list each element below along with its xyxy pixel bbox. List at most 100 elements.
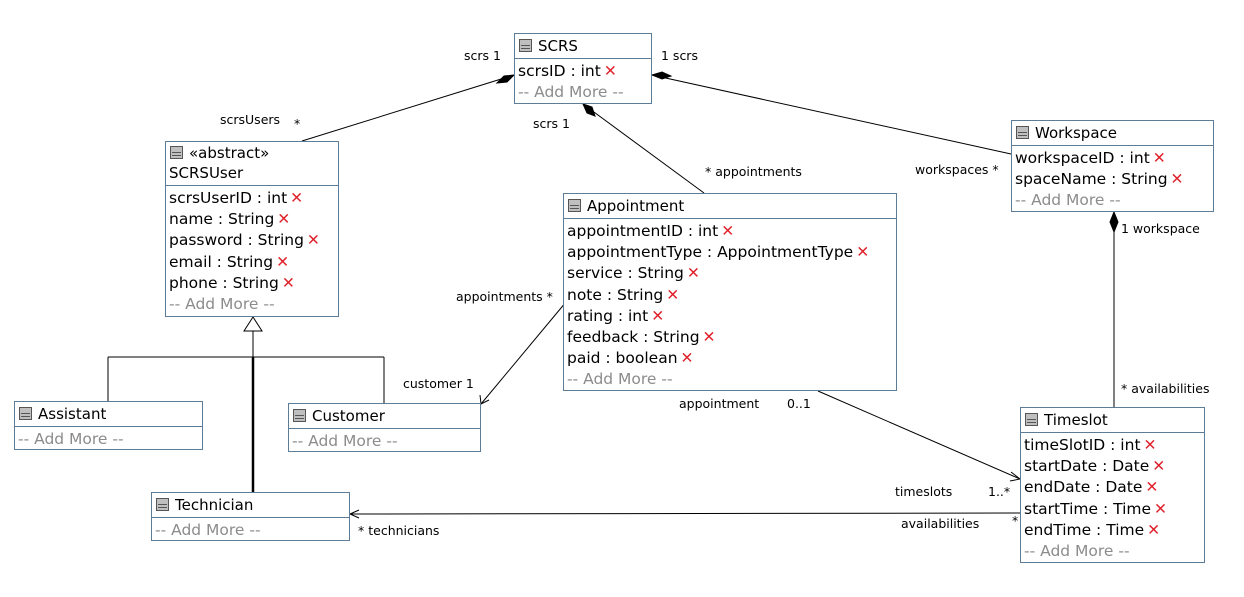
class-scrsuser-attributes: scrsUserID : int✕ name : String✕ passwor… (166, 186, 338, 315)
assoc-appointment-timeslot[interactable] (817, 390, 1021, 480)
class-scrsuser[interactable]: «abstract» SCRSUser scrsUserID : int✕ na… (165, 141, 339, 317)
delete-icon[interactable]: ✕ (277, 210, 291, 229)
class-appointment-attributes: appointmentID : int✕ appointmentType : A… (564, 219, 896, 390)
add-more-button[interactable]: -- Add More -- (169, 295, 275, 314)
attribute-row[interactable]: paid : boolean✕ (567, 349, 694, 368)
add-more-button[interactable]: -- Add More -- (518, 83, 624, 102)
delete-icon[interactable]: ✕ (1154, 499, 1168, 518)
role-label-scrs-left: scrs 1 (464, 48, 501, 63)
role-label-customer: customer 1 (403, 376, 474, 391)
delete-icon[interactable]: ✕ (651, 306, 665, 325)
assoc-timeslot-technician[interactable] (349, 512, 1021, 515)
delete-icon[interactable]: ✕ (1170, 170, 1184, 189)
delete-icon[interactable]: ✕ (306, 231, 320, 250)
class-workspace[interactable]: Workspace workspaceID : int✕ spaceName :… (1011, 120, 1214, 212)
attribute-row[interactable]: email : String✕ (169, 252, 290, 271)
delete-icon[interactable]: ✕ (721, 222, 735, 240)
attribute-row[interactable]: scrsID : int✕ (518, 62, 617, 80)
add-more-button[interactable]: -- Add More -- (567, 370, 673, 389)
attribute-row[interactable]: name : String✕ (169, 210, 291, 229)
role-label-appointments-top: * appointments (705, 164, 802, 179)
attribute-row[interactable]: timeSlotID : int✕ (1024, 436, 1157, 454)
role-label-workspaces: workspaces * (915, 162, 999, 177)
class-icon (19, 407, 32, 420)
attribute-row[interactable]: spaceName : String✕ (1015, 170, 1184, 189)
delete-icon[interactable]: ✕ (856, 243, 870, 262)
class-customer-header: Customer (289, 404, 480, 429)
class-workspace-name: Workspace (1035, 124, 1117, 142)
delete-icon[interactable]: ✕ (1147, 520, 1161, 539)
delete-icon[interactable]: ✕ (603, 62, 617, 80)
role-label-scrs-right: 1 scrs (661, 48, 698, 63)
class-icon (568, 199, 581, 212)
role-label-timeslots: timeslots (895, 484, 953, 499)
attribute-row[interactable]: endTime : Time✕ (1024, 520, 1161, 539)
delete-icon[interactable]: ✕ (281, 273, 295, 292)
delete-icon[interactable]: ✕ (1152, 149, 1166, 167)
assoc-scrs-workspace[interactable] (651, 74, 1012, 155)
class-icon (293, 409, 306, 422)
composition-diamond-workspace (650, 71, 673, 80)
class-appointment[interactable]: Appointment appointmentID : int✕ appoint… (563, 193, 897, 391)
class-assistant[interactable]: Assistant -- Add More -- (14, 401, 203, 450)
multiplicity-scrsusers: * (294, 116, 301, 131)
role-label-scrsusers: scrsUsers (220, 112, 281, 127)
add-more-button[interactable]: -- Add More -- (1024, 542, 1130, 561)
assoc-scrs-appointment[interactable] (582, 103, 705, 194)
class-scrs[interactable]: SCRS scrsID : int✕ -- Add More -- (514, 33, 652, 104)
arrowhead-customer (479, 394, 490, 405)
class-technician-header: Technician (152, 493, 349, 518)
class-customer[interactable]: Customer -- Add More -- (288, 403, 481, 452)
add-more-button[interactable]: -- Add More -- (18, 430, 124, 448)
attribute-row[interactable]: workspaceID : int✕ (1015, 149, 1166, 167)
attribute-row[interactable]: password : String✕ (169, 231, 320, 250)
class-timeslot-name: Timeslot (1044, 411, 1108, 429)
class-icon (170, 146, 183, 159)
class-icon (1025, 413, 1038, 426)
delete-icon[interactable]: ✕ (1143, 436, 1157, 454)
composition-diamond-scrsuser (495, 74, 516, 84)
add-more-button[interactable]: -- Add More -- (292, 432, 398, 450)
attribute-row[interactable]: startTime : Time✕ (1024, 499, 1168, 518)
delete-icon[interactable]: ✕ (686, 264, 700, 283)
assoc-appointment-customer[interactable] (480, 301, 567, 405)
class-icon (156, 498, 169, 511)
delete-icon[interactable]: ✕ (1145, 478, 1159, 497)
delete-icon[interactable]: ✕ (666, 285, 680, 304)
class-scrsuser-name: SCRSUser (169, 164, 244, 182)
role-label-availabilities-top: * availabilities (1121, 381, 1210, 396)
attribute-row[interactable]: feedback : String✕ (567, 328, 716, 347)
attribute-row[interactable]: appointmentID : int✕ (567, 222, 735, 240)
class-timeslot-header: Timeslot (1021, 408, 1204, 433)
role-label-availabilities-bottom: availabilities (901, 516, 980, 531)
attribute-row[interactable]: phone : String✕ (169, 273, 295, 292)
class-timeslot-attributes: timeSlotID : int✕ startDate : Date✕ endD… (1021, 433, 1204, 562)
attribute-row[interactable]: service : String✕ (567, 264, 700, 283)
delete-icon[interactable]: ✕ (680, 349, 694, 368)
attribute-row[interactable]: appointmentType : AppointmentType✕ (567, 243, 870, 262)
class-scrsuser-header: «abstract» SCRSUser (166, 142, 338, 186)
attribute-row[interactable]: startDate : Date✕ (1024, 457, 1166, 476)
add-more-button[interactable]: -- Add More -- (155, 521, 261, 539)
attribute-row[interactable]: note : String✕ (567, 285, 680, 304)
composition-diamond-timeslot (1109, 210, 1119, 234)
multiplicity-appointment: 0..1 (787, 396, 811, 411)
class-technician[interactable]: Technician -- Add More -- (151, 492, 350, 541)
delete-icon[interactable]: ✕ (702, 328, 716, 347)
class-icon (1016, 126, 1029, 139)
class-assistant-attributes: -- Add More -- (15, 427, 202, 450)
class-workspace-header: Workspace (1012, 121, 1213, 146)
attribute-row[interactable]: rating : int✕ (567, 306, 665, 325)
attribute-row[interactable]: endDate : Date✕ (1024, 478, 1159, 497)
class-scrs-name: SCRS (538, 37, 578, 55)
attribute-row[interactable]: scrsUserID : int✕ (169, 189, 304, 207)
assoc-scrs-scrsuser[interactable] (301, 74, 515, 142)
multiplicity-availabilities-bottom: * (1012, 513, 1019, 528)
delete-icon[interactable]: ✕ (1152, 457, 1166, 476)
class-customer-attributes: -- Add More -- (289, 429, 480, 452)
class-timeslot[interactable]: Timeslot timeSlotID : int✕ startDate : D… (1020, 407, 1205, 563)
delete-icon[interactable]: ✕ (276, 252, 290, 271)
delete-icon[interactable]: ✕ (290, 189, 304, 207)
add-more-button[interactable]: -- Add More -- (1015, 191, 1121, 210)
